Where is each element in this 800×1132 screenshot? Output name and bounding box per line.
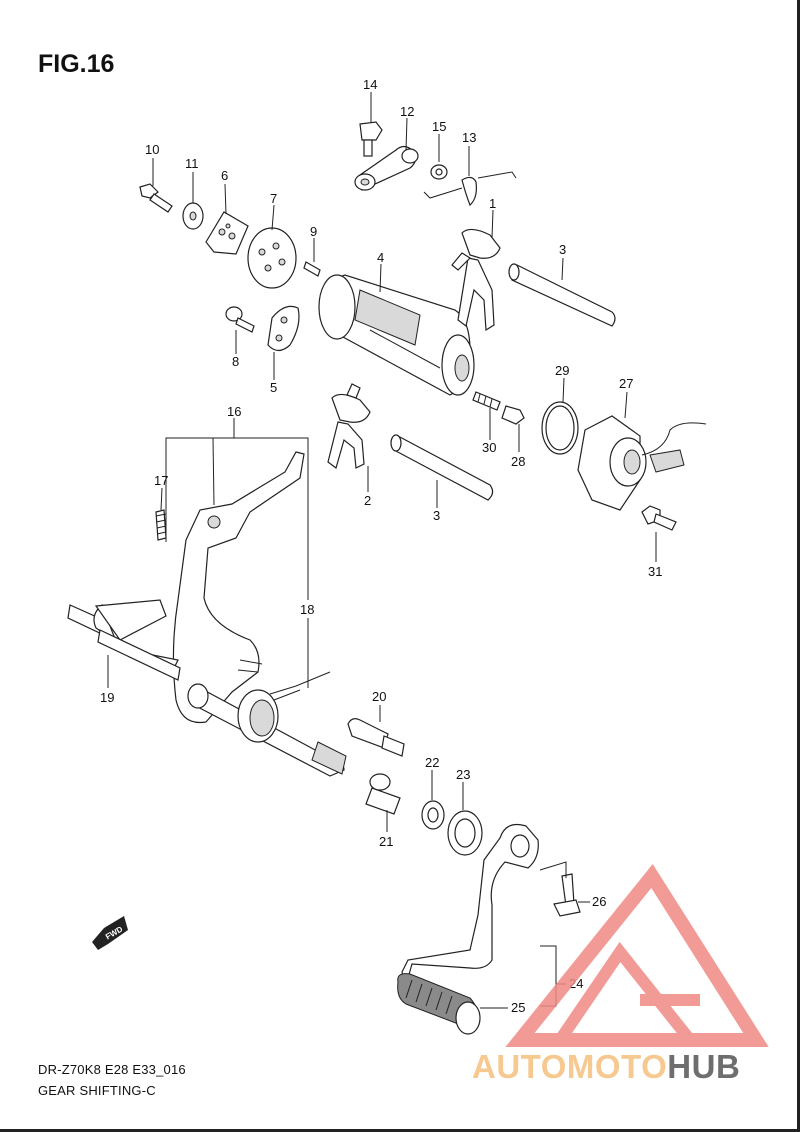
callout-14: 14	[363, 77, 377, 92]
callout-25: 25	[511, 1000, 525, 1015]
cam-plate-7	[247, 227, 297, 289]
callout-15: 15	[432, 119, 446, 134]
leader-lines	[107, 92, 657, 1009]
return-spring	[237, 671, 331, 743]
gear-position-switch	[577, 415, 707, 511]
plunger-28	[501, 405, 525, 425]
callout-31: 31	[648, 564, 662, 579]
screw-8	[225, 306, 255, 333]
callout-20: 20	[372, 689, 386, 704]
callout-26: 26	[592, 894, 606, 909]
callout-3-lower: 3	[433, 508, 440, 523]
lever-rubber	[397, 973, 481, 1035]
oil-seal-23	[447, 810, 483, 856]
washer-15	[430, 164, 448, 180]
spring-30	[472, 391, 501, 411]
o-ring-29	[541, 401, 579, 455]
callout-9: 9	[310, 224, 317, 239]
callout-5: 5	[270, 380, 277, 395]
callout-labels: 1 2 3 3 4 5 6 7 8 9 10 11 12 13 14 15 16…	[100, 77, 662, 1015]
figure-title: FIG.16	[38, 50, 115, 78]
callout-12: 12	[400, 104, 414, 119]
shift-fork-shaft-lower	[390, 434, 494, 501]
washer-22	[421, 800, 445, 830]
stopper-5	[267, 305, 300, 352]
watermark-logo-icon	[505, 863, 769, 1047]
spring-13	[423, 171, 517, 207]
washer-11	[182, 202, 204, 230]
callout-16: 16	[227, 404, 241, 419]
bolt-10	[139, 183, 173, 213]
callout-6: 6	[221, 168, 228, 183]
callout-17: 17	[154, 473, 168, 488]
callout-11: 11	[185, 156, 199, 171]
pawl-holder-6	[205, 211, 249, 255]
model-name: GEAR SHIFTING-C	[38, 1083, 156, 1098]
gear-shift-cam	[318, 274, 475, 396]
callout-23: 23	[456, 767, 470, 782]
callout-22: 22	[425, 755, 439, 770]
gear-shift-lever	[401, 823, 539, 988]
watermark-text: AUTOMOTOHUB	[472, 1048, 740, 1086]
watermark-text-part2: HUB	[667, 1048, 741, 1085]
callout-4: 4	[377, 250, 384, 265]
callout-2: 2	[364, 493, 371, 508]
shift-fork-2	[327, 383, 371, 470]
model-code: DR-Z70K8 E28 E33_016	[38, 1062, 186, 1077]
cam-stopper-plate	[354, 145, 419, 191]
callout-21: 21	[379, 834, 393, 849]
bolt-14	[359, 121, 383, 157]
shift-fork-shaft-upper	[508, 263, 616, 327]
callout-19: 19	[100, 690, 114, 705]
callout-28: 28	[511, 454, 525, 469]
callout-3-upper: 3	[559, 242, 566, 257]
fwd-arrow-icon	[92, 916, 128, 950]
callout-8: 8	[232, 354, 239, 369]
bush-21	[365, 773, 401, 815]
callout-29: 29	[555, 363, 569, 378]
bolt-26	[553, 873, 581, 917]
callout-18: 18	[300, 602, 314, 617]
callout-30: 30	[482, 440, 496, 455]
callout-10: 10	[145, 142, 159, 157]
pin-9	[303, 261, 321, 277]
bolt-31	[641, 505, 677, 531]
callout-1: 1	[489, 196, 496, 211]
shift-fork-1	[451, 228, 501, 332]
gear-shift-arm	[172, 451, 305, 724]
callout-27: 27	[619, 376, 633, 391]
watermark-text-part1: AUTOMOTO	[472, 1048, 668, 1085]
callout-7: 7	[270, 191, 277, 206]
spring-17	[155, 509, 167, 541]
callout-13: 13	[462, 130, 476, 145]
bolt-20	[347, 718, 405, 757]
